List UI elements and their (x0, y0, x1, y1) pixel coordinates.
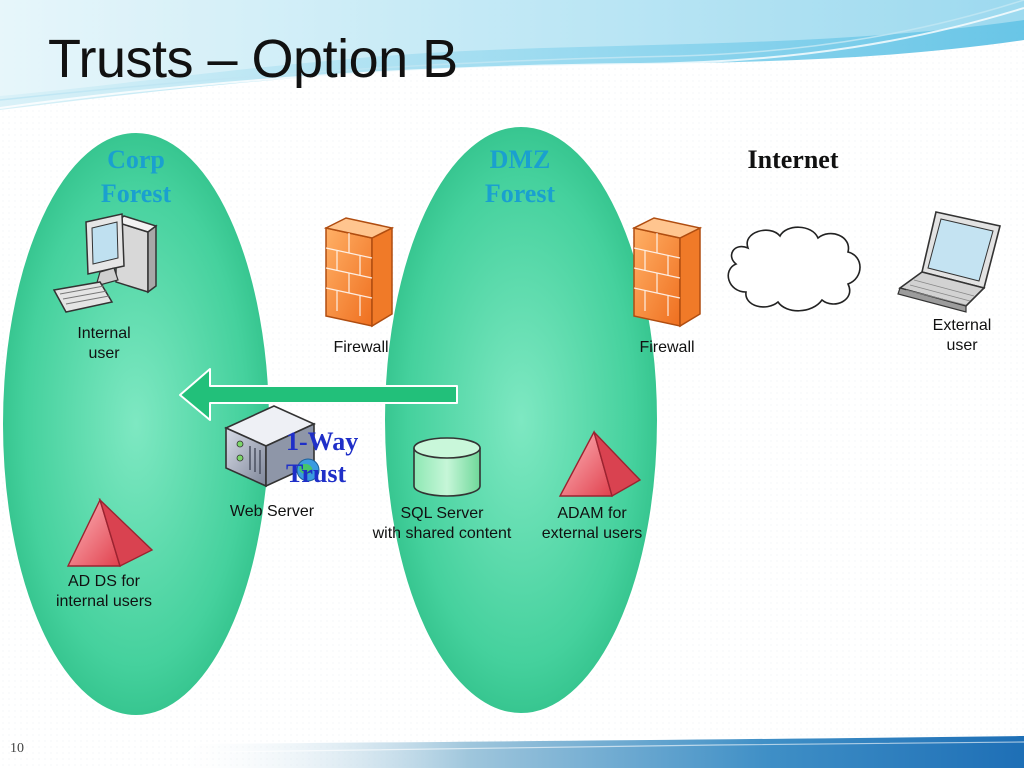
server-icon (224, 405, 320, 488)
internal-user-label-line2: user (88, 345, 120, 362)
firewall-icon (323, 217, 395, 328)
dmz-forest-zone (383, 125, 659, 715)
trust-arrow (179, 368, 458, 421)
sql-server-label-line2: with shared content (372, 525, 512, 542)
adam-label: ADAM for external users (532, 504, 652, 544)
trust-label-line2: Trust (286, 459, 347, 488)
internal-user-label: Internal user (54, 324, 154, 364)
slide-number: 10 (10, 741, 24, 756)
trust-label: 1-Way Trust (286, 426, 358, 490)
directory-pyramid-icon (558, 430, 642, 498)
sql-server-label: SQL Server with shared content (362, 504, 522, 544)
trust-label-line1: 1-Way (286, 427, 359, 456)
external-user-label-line2: user (946, 337, 978, 354)
internet-label: Internet (747, 145, 839, 174)
internal-user-label-line1: Internal (77, 325, 131, 342)
slide-title: Trusts – Option B (48, 29, 458, 89)
dmz-forest-label: DMZ Forest (470, 143, 570, 211)
external-user-label: External user (912, 316, 1012, 356)
directory-pyramid-icon (66, 497, 154, 567)
adam-label-line1: ADAM for (557, 505, 627, 522)
firewall-right-label: Firewall (639, 339, 695, 356)
cloud-icon (727, 226, 861, 312)
database-icon (413, 437, 481, 497)
corp-forest-label-line2: Forest (100, 179, 172, 208)
adds-label-line2: internal users (55, 593, 153, 610)
laptop-icon (897, 211, 1001, 313)
firewall-icon (631, 217, 703, 328)
external-user-label-line1: External (932, 317, 992, 334)
dmz-forest-label-line1: DMZ (489, 145, 551, 174)
desktop-computer-icon (52, 213, 158, 313)
web-server-label: Web Server (229, 503, 315, 520)
dmz-forest-label-line2: Forest (484, 179, 556, 208)
corp-forest-label: Corp Forest (86, 143, 186, 211)
adds-label: AD DS for internal users (44, 572, 164, 612)
adam-label-line2: external users (541, 525, 643, 542)
firewall-left-label: Firewall (333, 339, 389, 356)
adds-label-line1: AD DS for (67, 573, 140, 590)
corp-forest-label-line1: Corp (107, 145, 165, 174)
sql-server-label-line1: SQL Server (400, 505, 484, 522)
